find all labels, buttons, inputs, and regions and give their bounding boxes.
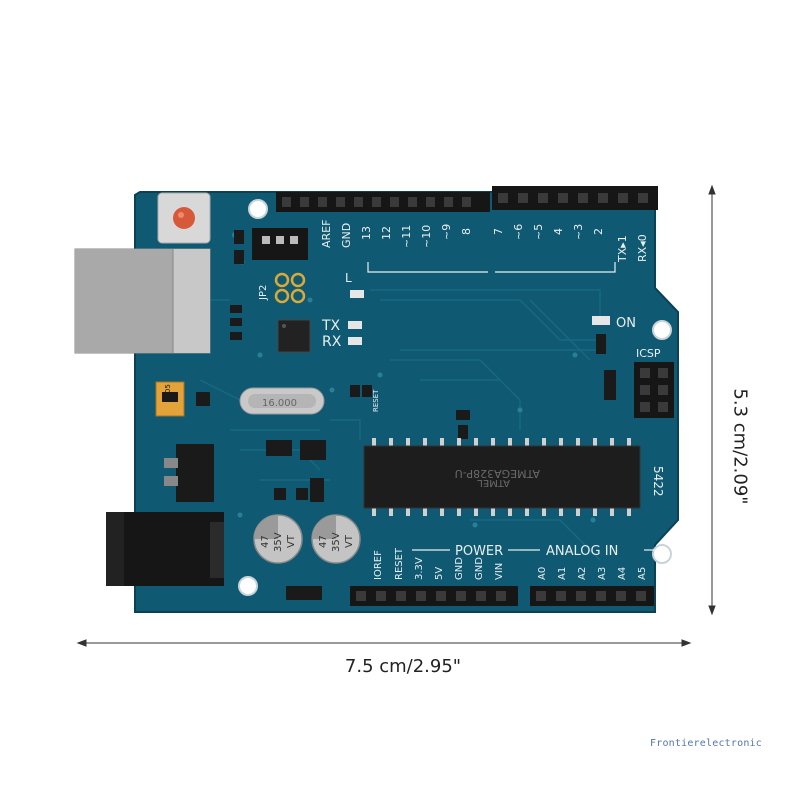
on-label: ON: [616, 316, 636, 331]
cap-value: 47: [318, 535, 329, 548]
l-led: [350, 290, 364, 298]
pin-label: A4: [617, 567, 628, 580]
rx-label: RX: [322, 334, 342, 350]
pin-label: A0: [537, 567, 548, 580]
pin-label: A3: [597, 567, 608, 580]
cap-series: VT: [286, 534, 297, 548]
width-dimension-line: [76, 639, 692, 647]
pin-label: ~10: [420, 225, 433, 248]
fuse-code: 3105: [164, 384, 172, 402]
pin-label: ~9: [440, 224, 453, 240]
chip-label-line-1: ATMEGA328P-U: [455, 467, 540, 480]
icsp-header: [634, 362, 674, 418]
bottom-header-labels: IOREF RESET 3.3V 5V GND GND VIN A0 A1 A2…: [373, 547, 648, 580]
pin-label: 13: [360, 226, 373, 240]
dc-power-jack: [106, 512, 224, 586]
digital-header-left: [276, 192, 490, 212]
chip-label-line-2: ATMEL: [477, 477, 510, 488]
voltage-regulator: [164, 444, 214, 502]
jp2-header: JP2: [252, 228, 308, 304]
cap-series: VT: [344, 534, 355, 548]
diode: [286, 586, 322, 600]
pin-label: A5: [637, 567, 648, 580]
crystal-label: 16.000: [262, 398, 297, 409]
pin-label: IOREF: [373, 550, 384, 580]
power-header: [350, 586, 518, 606]
cap-voltage: 35V: [331, 532, 342, 552]
reset-small-label: RESET: [372, 389, 380, 412]
pin-label: RESET: [394, 547, 405, 580]
polyfuse: 3105: [155, 381, 185, 417]
crystal-oscillator: 16.000: [239, 387, 325, 415]
pin-label: TX▸1: [616, 235, 629, 263]
pin-label: ~6: [512, 224, 525, 240]
watermark-text: Frontierelectronic: [650, 738, 762, 749]
jp2-label: JP2: [258, 285, 269, 301]
cap-value: 47: [260, 535, 271, 548]
pin-label: ~11: [400, 225, 413, 248]
cap-voltage: 35V: [273, 532, 284, 552]
atmega-chip: ATMEGA328P-U ATMEL: [363, 438, 641, 516]
pin-label: ~5: [532, 224, 545, 240]
pin-label: GND: [474, 557, 485, 580]
width-dimension-label: 7.5 cm/2.95": [344, 656, 462, 677]
pin-label: A1: [557, 567, 568, 580]
usb-interface-chip: [277, 319, 311, 353]
l-led-label: L: [345, 271, 352, 285]
power-title: POWER: [455, 544, 503, 559]
pin-label: AREF: [320, 220, 333, 248]
height-dimension-label: 5.3 cm/2.09": [729, 388, 751, 505]
smd-components: [196, 230, 616, 502]
rx-led: [348, 337, 362, 345]
height-dimension-line: [708, 184, 716, 616]
pin-label: A2: [577, 567, 588, 580]
side-code: 5422: [651, 466, 665, 497]
reset-button: [157, 192, 211, 244]
pin-label: GND: [340, 223, 353, 248]
pin-label: 7: [492, 228, 505, 235]
pin-label: 12: [380, 226, 393, 240]
pin-label: VIN: [494, 563, 505, 580]
on-led: [592, 316, 610, 325]
mounting-holes: [238, 199, 672, 596]
capacitor-1: 47 35V VT: [253, 514, 303, 564]
tx-label: TX: [321, 318, 341, 334]
silk-brackets: [367, 262, 616, 273]
pin-label: RX◂0: [636, 234, 649, 262]
analog-title: ANALOG IN: [546, 544, 618, 559]
usb-b-connector: [74, 248, 211, 354]
pin-label: 2: [592, 228, 605, 235]
pin-label: 4: [552, 228, 565, 235]
digital-header-right: [492, 186, 658, 210]
pin-label: 8: [460, 228, 473, 235]
icsp-label: ICSP: [636, 347, 661, 360]
pin-label: 5V: [434, 567, 445, 580]
pin-label: ~3: [572, 224, 585, 240]
capacitor-2: 47 35V VT: [311, 514, 361, 564]
pin-label: 3.3V: [414, 557, 425, 580]
top-header-labels: AREF GND 13 12 ~11 ~10 ~9 8 7 ~6 ~5 4 ~3…: [320, 220, 649, 263]
tx-led: [348, 321, 362, 329]
analog-header: [530, 586, 654, 606]
pin-label: GND: [454, 557, 465, 580]
